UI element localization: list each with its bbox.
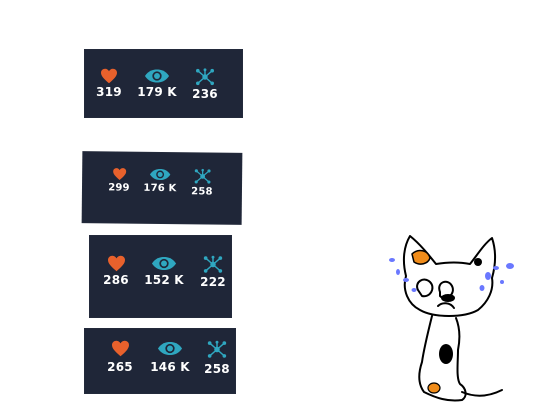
eye-icon	[144, 69, 170, 83]
views-count: 152 K	[144, 273, 184, 287]
hearts-stat: 319	[86, 68, 132, 99]
views-stat: 176 K	[137, 168, 183, 194]
views-count: 176 K	[143, 182, 177, 195]
hearts-count: 265	[107, 360, 133, 374]
heart-icon	[111, 340, 129, 357]
eye-icon	[151, 257, 177, 270]
views-stat: 146 K	[147, 340, 193, 374]
remixes-stat: 236	[182, 68, 228, 101]
views-stat: 152 K	[141, 255, 187, 287]
heart-icon	[112, 168, 126, 180]
stats-card: 286 152 K	[89, 235, 232, 318]
remixes-stat: 258	[197, 340, 237, 376]
views-count: 179 K	[137, 85, 177, 99]
eye-icon	[149, 168, 171, 180]
views-count: 146 K	[150, 360, 190, 374]
hearts-stat: 286	[93, 255, 139, 287]
stats-card: 299 176 K	[81, 151, 243, 225]
remix-network-icon	[203, 255, 223, 273]
remix-network-icon	[196, 68, 214, 86]
crying-cat-sprite[interactable]	[384, 232, 524, 408]
remixes-count: 258	[191, 186, 213, 198]
hearts-count: 319	[96, 85, 122, 99]
views-stat: 179 K	[134, 68, 180, 99]
remixes-count: 222	[200, 275, 226, 289]
hearts-stat: 299	[96, 167, 142, 194]
heart-icon	[107, 255, 125, 272]
remixes-stat: 258	[179, 168, 225, 198]
remixes-count: 236	[192, 87, 218, 101]
heart-icon	[101, 68, 117, 84]
stats-card: 319 179 K	[84, 49, 243, 118]
remix-network-icon	[207, 340, 227, 358]
remix-network-icon	[194, 168, 211, 184]
stats-card: 265 146 K	[84, 328, 236, 394]
hearts-stat: 265	[97, 340, 143, 374]
hearts-count: 286	[103, 273, 129, 287]
hearts-count: 299	[108, 182, 130, 194]
remixes-stat: 222	[193, 255, 233, 289]
remixes-count: 258	[204, 362, 230, 376]
eye-icon	[157, 342, 183, 355]
